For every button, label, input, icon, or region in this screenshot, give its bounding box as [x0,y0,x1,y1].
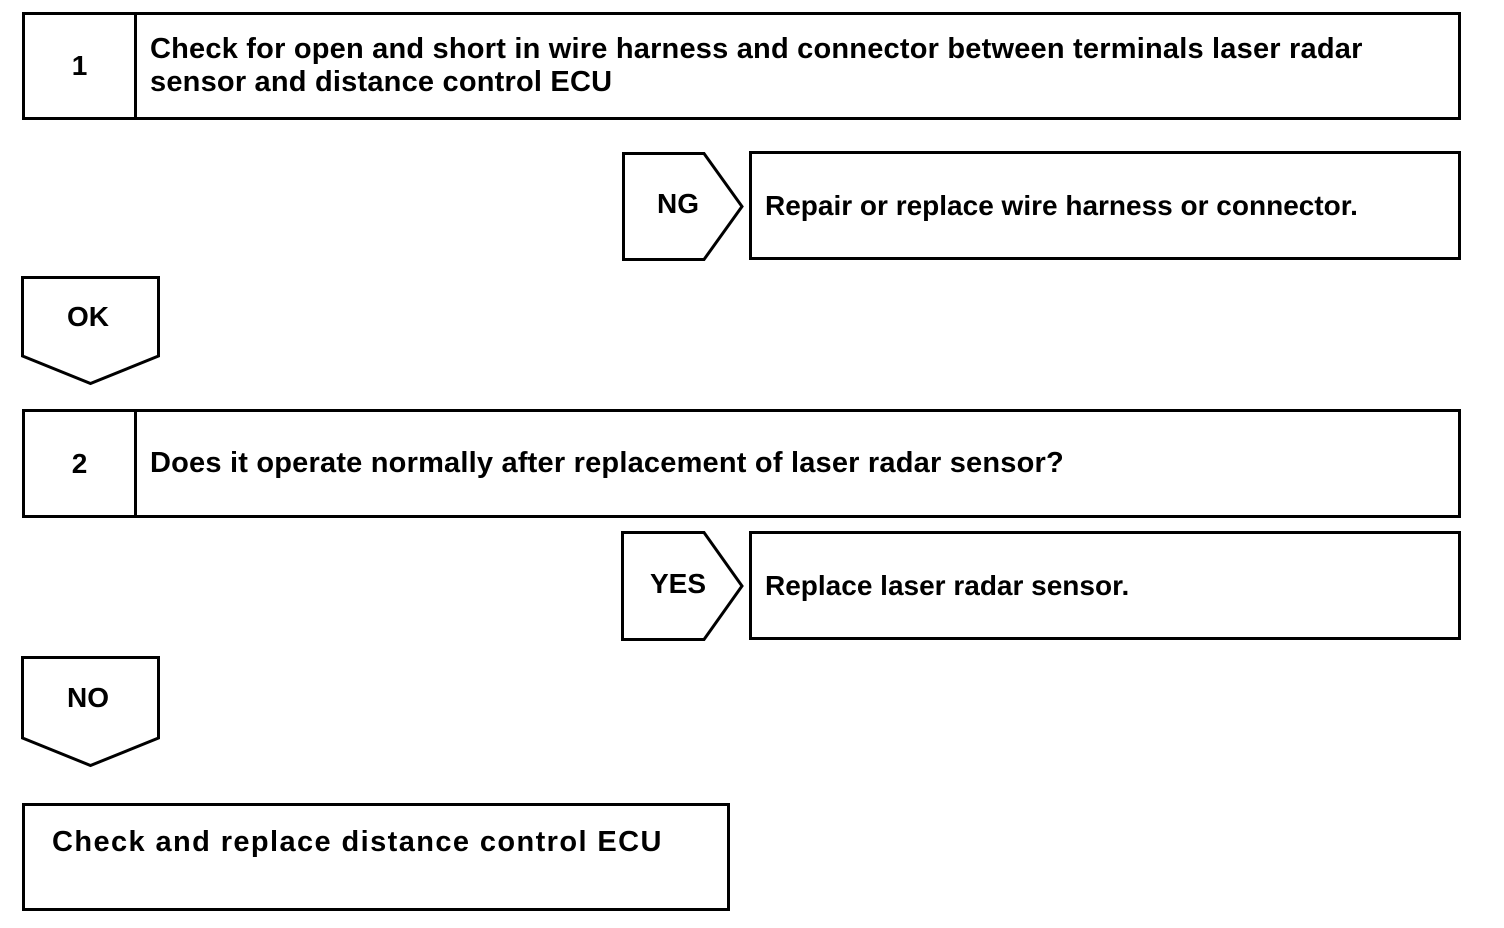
yes-label: YES [649,568,707,599]
step-1-text: Check for open and short in wire harness… [150,33,1363,98]
final-action-text: Check and replace distance control ECU [52,826,663,858]
ng-label: NG [657,188,699,219]
yes-result-text: Replace laser radar sensor. [765,569,1130,601]
ok-label: OK [67,301,109,332]
ng-result-text: Repair or replace wire harness or connec… [765,189,1358,221]
step-1-number: 1 [25,15,137,117]
step-2-number: 2 [25,412,137,515]
yes-arrow-shape [621,531,744,641]
step-2-box: 2 Does it operate normally after replace… [22,409,1461,518]
step-2-text: Does it operate normally after replaceme… [150,447,1064,479]
ng-result-box: Repair or replace wire harness or connec… [749,151,1461,260]
ng-arrow-shape [622,152,744,261]
step-1-box: 1 Check for open and short in wire harne… [22,12,1461,120]
no-arrow-shape [21,656,160,768]
ok-arrow-shape [21,276,160,386]
yes-result-box: Replace laser radar sensor. [749,531,1461,640]
no-label: NO [67,682,109,713]
final-action-box: Check and replace distance control ECU [22,803,730,911]
